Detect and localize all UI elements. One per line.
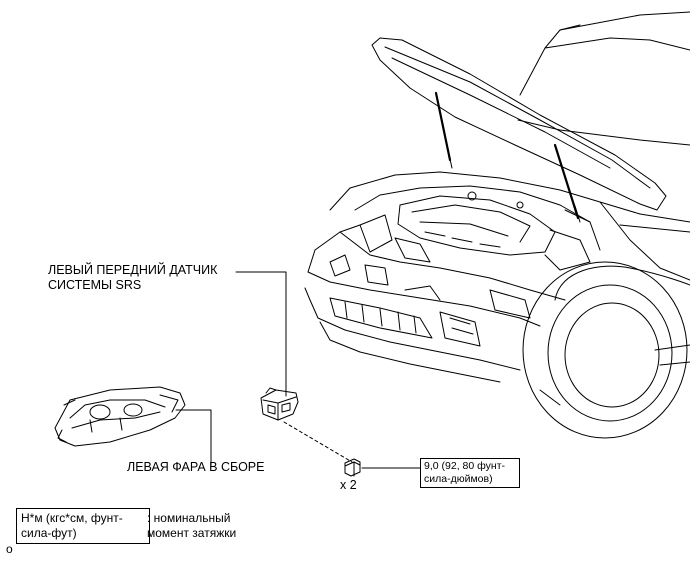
legend-description-line1: : номинальный [147, 511, 231, 525]
hood-strut [553, 143, 580, 220]
headlamp-label: ЛЕВАЯ ФАРА В СБОРЕ [127, 460, 265, 474]
bolt-drawing [344, 458, 361, 477]
torque-line2: сила-дюймов) [424, 473, 493, 485]
unit-legend-line2: сила-фут) [21, 526, 77, 540]
torque-value-box: 9,0 (92, 80 фунт- сила-дюймов) [420, 458, 520, 488]
vehicle-front-illustration [304, 11, 690, 439]
legend-description-line2: момент затяжки [147, 526, 237, 540]
unit-legend-box: Н*м (кгс*см, фунт- сила-фут) [16, 508, 150, 544]
hood [371, 37, 667, 211]
windshield [519, 24, 581, 96]
headlamp-leader-line [175, 409, 212, 466]
hood-strut [434, 91, 452, 162]
sensor-bolt-dashed-line [283, 421, 353, 463]
sensor-leader-line [235, 271, 287, 397]
corner-mark: o [6, 542, 13, 556]
front-bumper [304, 231, 566, 383]
front-wheel [522, 261, 690, 439]
torque-line1: 9,0 (92, 80 фунт- [424, 460, 505, 472]
engine-bay [339, 185, 601, 271]
fender [599, 201, 690, 281]
bolt-count-label: x 2 [340, 478, 357, 492]
srs-sensor-label-line1: ЛЕВЫЙ ПЕРЕДНИЙ ДАТЧИК [48, 263, 218, 277]
unit-legend-line1: Н*м (кгс*см, фунт- [21, 511, 123, 525]
headlamp-drawing [54, 386, 186, 447]
srs-sensor-label-line2: СИСТЕМЫ SRS [48, 278, 142, 292]
srs-sensor-drawing [260, 387, 299, 421]
